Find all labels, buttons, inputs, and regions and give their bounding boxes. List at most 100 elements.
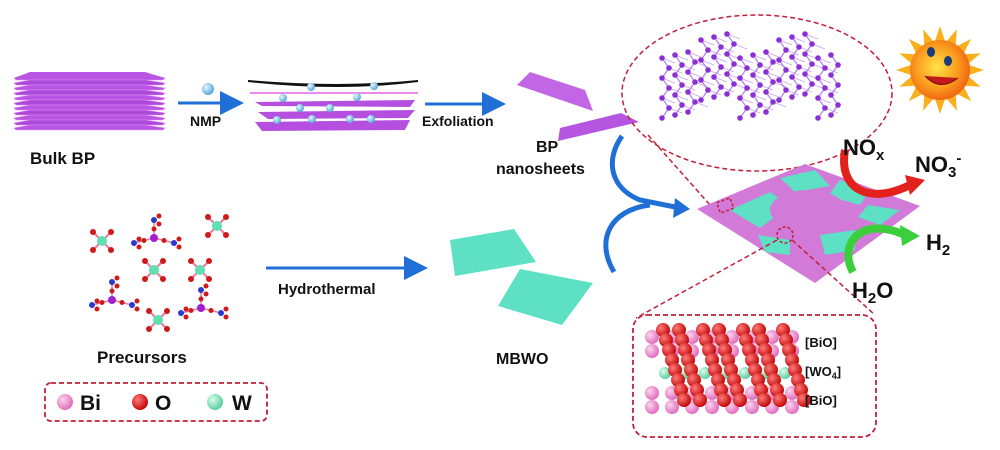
phosphorus-atom [659,95,665,101]
phosphorus-atom [666,105,672,111]
nox-arrowhead [905,175,925,195]
phosphorus-atom [809,81,815,87]
sun-icon [896,26,984,114]
layer-bio-top-label: [BiO] [805,335,837,350]
phosphorus-atom [770,79,776,85]
phosphorus-atom [815,115,821,121]
phosphorus-atom [802,91,808,97]
phosphorus-atom [789,34,795,40]
phosphorus-atom [731,81,737,87]
phosphorus-atom [718,64,724,70]
phosphorus-atom [802,51,808,57]
phosphorus-atom [822,85,828,91]
nox-label: NOx [843,135,885,164]
phosphorus-atom [731,41,737,47]
phosphorus-atom [724,71,730,77]
o-legend-icon [132,394,148,410]
phosphorus-atom [750,52,756,58]
phosphorus-atom [802,71,808,77]
phosphorus-atom [679,102,685,108]
phosphorus-atom [659,55,665,61]
phosphorus-atom [666,85,672,91]
precursors-label: Precursors [97,348,187,367]
nox-oxidation-arrow [840,149,912,198]
phosphorus-atom [757,62,763,68]
phosphorus-atom [802,31,808,37]
water-splitting-arrow [844,224,907,274]
bp-magnify-ellipse [621,14,893,172]
phosphorus-atom [828,52,834,58]
phosphorus-atom [750,92,756,98]
phosphorus-atom [815,75,821,81]
phosphorus-atom [763,49,769,55]
bulk-bp-label: Bulk BP [30,149,95,168]
phosphorus-atom [815,55,821,61]
h2o-label: H2O [852,278,893,307]
bp-atomic-lattice [659,31,841,121]
bp-label: BP [536,139,559,156]
phosphorus-atom [698,97,704,103]
phosphorus-atom [789,74,795,80]
phosphorus-atom [711,34,717,40]
phosphorus-atom [692,99,698,105]
phosphorus-atom [744,65,750,71]
phosphorus-atom [835,82,841,88]
phosphorus-atom [685,89,691,95]
phosphorus-atom [822,65,828,71]
phosphorus-atom [737,55,743,61]
bulk-bp-stack [13,72,166,131]
phosphorus-atom [659,75,665,81]
mbwo-sheet [450,229,536,276]
phosphorus-atom [692,59,698,65]
phosphorus-atom [783,47,789,53]
phosphorus-atom [685,109,691,115]
magnify-line [791,239,876,316]
phosphorus-atom [711,74,717,80]
nanosheets-label: nanosheets [496,161,585,178]
magnify-line [635,239,778,319]
phosphorus-atom [757,82,763,88]
merge-arrow-top [609,134,681,211]
nmp-label: NMP [190,113,221,129]
phosphorus-atom [698,77,704,83]
intercalated-bp-layers [248,80,418,131]
phosphorus-atom [718,44,724,50]
phosphorus-atom [724,51,730,57]
phosphorus-atom [711,94,717,100]
phosphorus-atom [789,54,795,60]
phosphorus-atom [796,84,802,90]
layer-bio-bottom-label: [BiO] [805,393,837,408]
merge-arrowhead [673,198,690,218]
phosphorus-atom [672,112,678,118]
phosphorus-atom [679,82,685,88]
phosphorus-atom [835,62,841,68]
phosphorus-atom [763,89,769,95]
phosphorus-atom [809,61,815,67]
phosphorus-atom [776,97,782,103]
phosphorus-atom [783,87,789,93]
hydrothermal-label: Hydrothermal [278,281,376,298]
phosphorus-atom [672,52,678,58]
phosphorus-atom [711,54,717,60]
phosphorus-atom [724,31,730,37]
phosphorus-atom [776,77,782,83]
w-legend-label: W [232,392,252,415]
phosphorus-atom [692,79,698,85]
phosphorus-atom [750,112,756,118]
bi-legend-icon [57,394,73,410]
mbwo-label: MBWO [496,351,548,368]
phosphorus-atom [685,49,691,55]
layer-wo4-label: [WO4] [805,364,841,381]
phosphorus-atom [776,37,782,43]
phosphorus-atom [815,95,821,101]
phosphorus-atom [757,102,763,108]
mbwo-sheet [498,269,593,325]
phosphorus-atom [828,112,834,118]
phosphorus-atom [789,94,795,100]
phosphorus-atom [737,115,743,121]
phosphorus-atom [705,87,711,93]
phosphorus-atom [685,69,691,75]
phosphorus-atom [770,99,776,105]
phosphorus-atom [718,84,724,90]
